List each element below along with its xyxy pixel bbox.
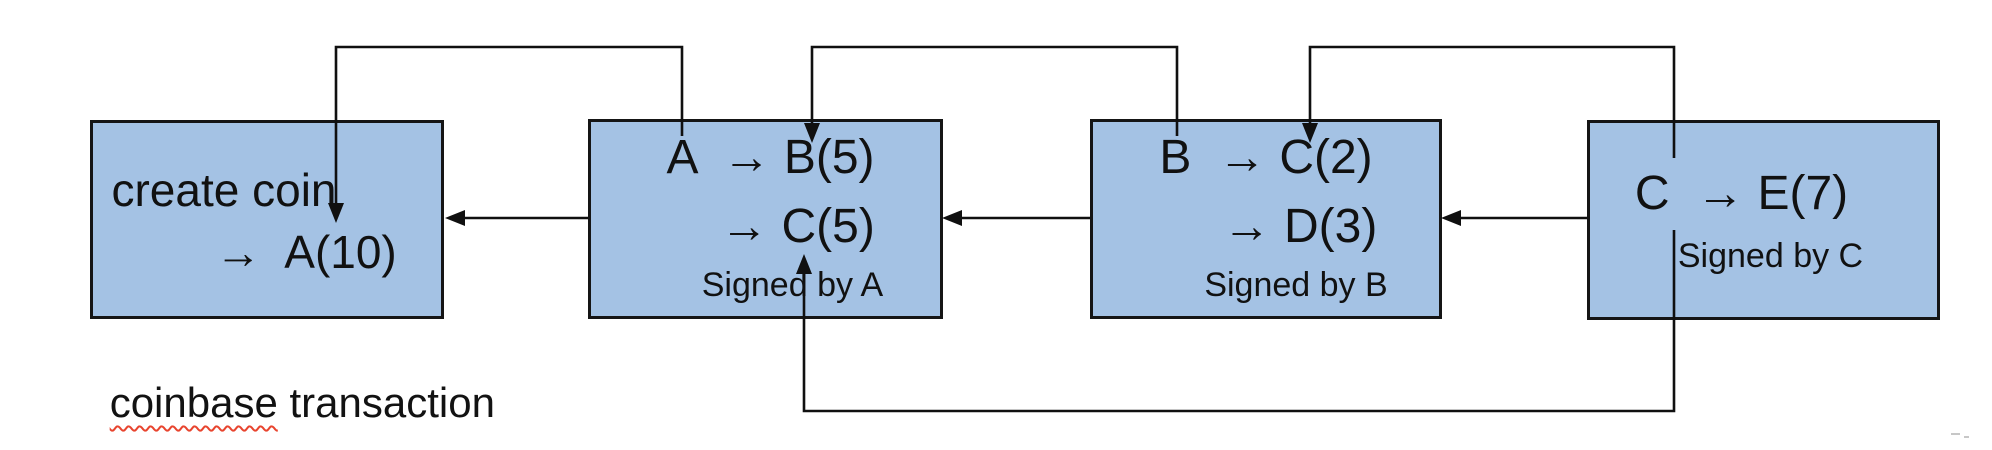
tx-b-output-line-2: → D(3) [1222,200,1378,253]
transaction-box-coinbase: create coin → A(10) [90,120,444,319]
faint-artifact-mark [1951,432,1975,440]
transaction-box-a: A → B(5) → C(5) Signed by A [588,119,943,319]
arrow-tx-a-to-coinbase [445,210,588,226]
caption-word-coinbase: coinbase [109,379,278,427]
tx-c-output-line-1: C → E(7) [1634,167,1849,220]
tx-c-signed-label: Signed by C [1677,237,1864,275]
caption-word-transaction: transaction [277,379,495,427]
tx-b-output-line-1: B → C(2) [1159,131,1373,184]
tx-a-output-line-2: → C(5) [720,200,875,253]
transaction-box-c: C → E(7) Signed by C [1587,120,1940,320]
transaction-box-b: B → C(2) → D(3) Signed by B [1090,119,1442,319]
coinbase-output-line: → A(10) [215,226,397,278]
tx-a-signed-label: Signed by A [701,266,884,304]
coinbase-create-line: create coin [111,164,337,216]
tx-a-output-line-1: A → B(5) [666,131,875,184]
coinbase-transaction-caption: coinbase transaction [63,334,495,450]
tx-b-signed-label: Signed by B [1204,266,1388,304]
